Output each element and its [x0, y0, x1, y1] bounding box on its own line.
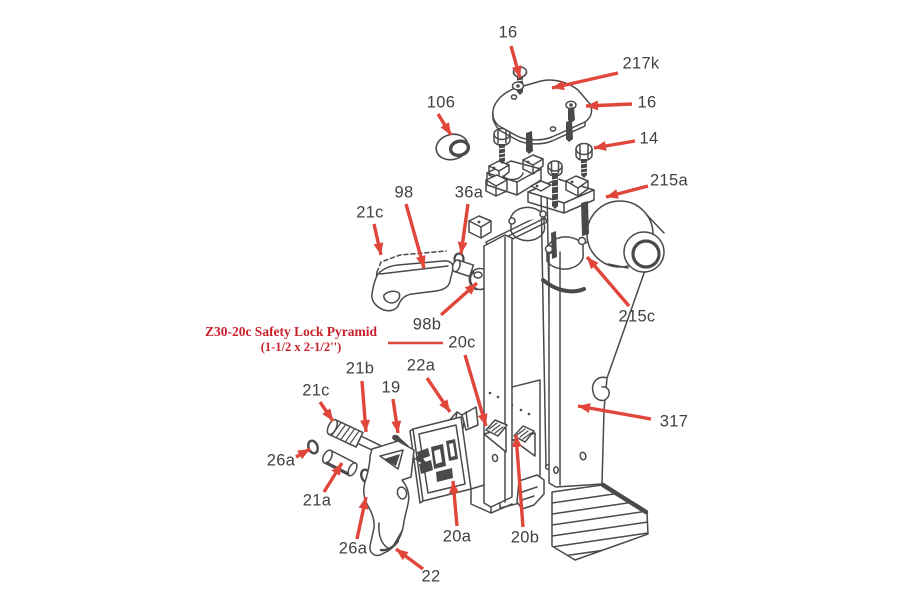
diagram-artwork — [307, 66, 665, 561]
callout-label-317: 317 — [660, 412, 688, 430]
callout-arrow-217k — [551, 71, 619, 91]
release-lever-22 — [363, 440, 415, 557]
clamp-assembly-215a — [468, 154, 595, 294]
callout-arrow-215c — [585, 255, 631, 308]
callout-arrow-21a — [322, 462, 344, 493]
callout-label-16-right: 16 — [638, 93, 657, 111]
tower-base — [551, 482, 649, 561]
callout-arrow-16-right — [585, 100, 633, 111]
callout-label-19: 19 — [382, 378, 401, 396]
callout-label-98b: 98b — [413, 315, 441, 333]
callout-label-106: 106 — [427, 93, 455, 111]
callout-label-98: 98 — [395, 183, 414, 201]
callout-arrow-22 — [394, 547, 425, 571]
callout-label-21a: 21a — [303, 491, 332, 509]
callout-arrow-26a-lower — [355, 496, 369, 540]
wedge-20c — [483, 419, 508, 453]
cover-plate-217k — [492, 79, 593, 154]
callout-arrow-21b — [360, 380, 371, 433]
callout-label-36a: 36a — [455, 183, 484, 201]
callout-label-20a: 20a — [443, 527, 472, 545]
callout-label-22a: 22a — [407, 356, 436, 374]
callout-arrow-98b — [439, 281, 479, 317]
screw-16-on-plate — [511, 81, 577, 123]
callout-label-16-top: 16 — [499, 23, 518, 41]
diagram-subtitle: (1-1/2 x 2-1/2'') — [261, 340, 342, 354]
callout-arrow-20a — [449, 480, 460, 527]
callout-arrow-16-top — [509, 45, 522, 79]
pin-21a — [322, 449, 358, 477]
callout-label-21b: 21b — [346, 359, 374, 377]
callout-label-26a-lower: 26a — [339, 539, 368, 557]
callout-label-217k: 217k — [623, 54, 660, 72]
callout-label-14: 14 — [640, 129, 659, 147]
bushing-106 — [435, 133, 471, 161]
callout-arrow-20c — [463, 354, 488, 427]
callout-label-20b: 20b — [511, 528, 539, 546]
callout-arrow-21c-lower — [318, 401, 335, 422]
tower-body-317 — [548, 228, 649, 488]
callout-overlay: 16 217k 16 14 215a 106 98 36a 21c 98b 215c 317 20c 22… — [267, 23, 688, 585]
callout-label-21c-upper: 21c — [356, 203, 384, 221]
callout-label-215c: 215c — [619, 307, 656, 325]
diagram-title: Z30-20c Safety Lock Pyramid — [205, 324, 378, 339]
callout-arrow-215a — [605, 184, 649, 199]
callout-arrow-36a — [457, 203, 470, 255]
slotted-plate-20a — [409, 416, 472, 504]
o-ring-26a-upper — [307, 439, 319, 455]
callout-arrow-14 — [593, 139, 636, 151]
callout-arrow-26a-upper — [295, 447, 311, 460]
callout-arrow-106 — [436, 113, 453, 136]
bolt-14-left — [493, 127, 511, 164]
callout-arrow-19 — [391, 398, 402, 434]
callout-label-21c-lower: 21c — [302, 381, 330, 399]
callout-arrow-98 — [404, 203, 426, 269]
clamp-cap-screw — [547, 160, 563, 209]
callout-label-26a-upper: 26a — [267, 451, 296, 469]
callout-arrow-21c-upper — [372, 223, 384, 256]
latch-hook-98 — [371, 260, 454, 312]
callout-arrow-20b — [511, 434, 525, 528]
callout-arrow-317 — [577, 403, 652, 421]
pivot-boss-215c — [586, 200, 665, 273]
callout-label-22: 22 — [422, 567, 441, 585]
callout-arrow-22a — [425, 377, 452, 413]
callout-label-20c: 20c — [448, 333, 476, 351]
callout-label-215a: 215a — [650, 171, 688, 189]
bolt-14-right — [575, 142, 593, 178]
frame-rail — [485, 213, 548, 251]
